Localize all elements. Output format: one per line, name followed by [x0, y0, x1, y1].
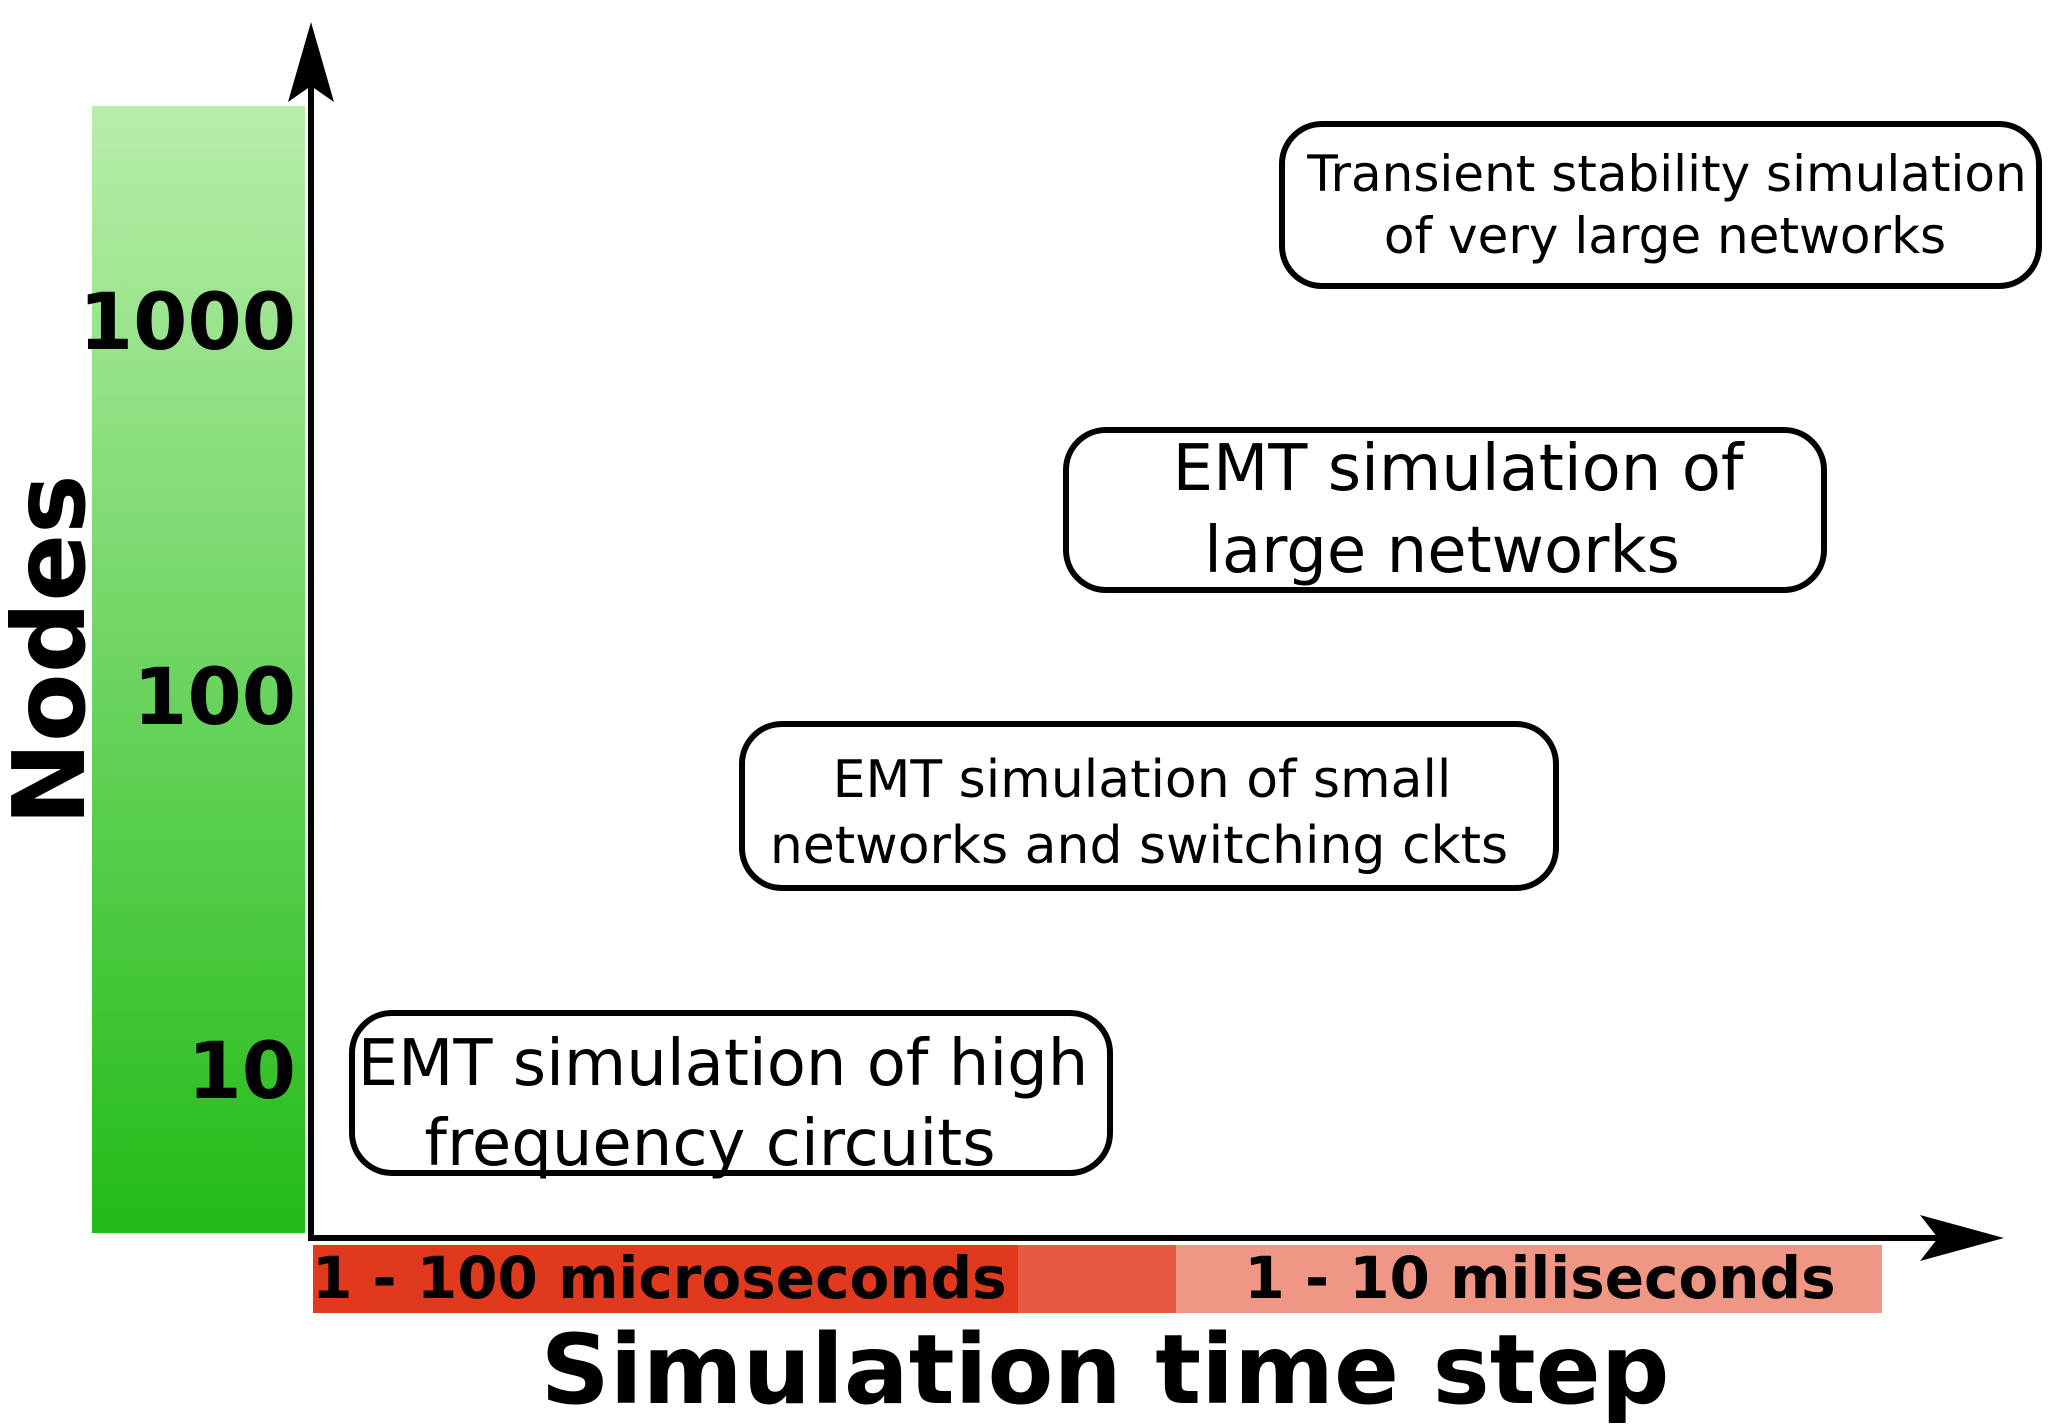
band-transition [1018, 1245, 1176, 1313]
node-scale-bar [92, 106, 305, 1233]
box-emt-high-frequency-line2: frequency circuits [424, 1107, 995, 1181]
box-emt-high-frequency-frame [349, 1010, 1113, 1176]
y-axis-arrowhead [288, 22, 334, 102]
band-label-miliseconds: 1 - 10 miliseconds [1244, 1244, 1835, 1312]
y-tick-10: 10 [187, 1027, 296, 1117]
y-tick-1000: 1000 [79, 278, 296, 368]
box-transient-stability-line2: of very large networks [1384, 207, 1946, 265]
box-transient-stability-frame [1279, 121, 2042, 289]
y-tick-100: 100 [133, 653, 296, 743]
box-transient-stability-line1: Transient stability simulation [1306, 145, 2026, 203]
x-axis-title: Simulation time step [541, 1314, 1670, 1425]
band-label-microseconds: 1 - 100 microseconds [312, 1244, 1007, 1312]
box-emt-large-networks-line2: large networks [1204, 514, 1680, 588]
box-emt-large-networks: EMT simulation of large networks [1063, 427, 1827, 593]
x-axis-arrowhead [1920, 1215, 2004, 1261]
box-emt-small-networks-line2: networks and switching ckts [770, 816, 1508, 876]
band-microseconds [313, 1245, 1018, 1313]
box-emt-small-networks-line1: EMT simulation of small [833, 750, 1452, 810]
band-miliseconds [1176, 1245, 1882, 1313]
box-emt-high-frequency-line1: EMT simulation of high [358, 1027, 1089, 1101]
box-emt-small-networks: EMT simulation of small networks and swi… [739, 721, 1559, 891]
box-emt-small-networks-frame [739, 721, 1559, 891]
y-axis-title: Nodes [0, 474, 108, 825]
box-emt-large-networks-frame [1063, 427, 1827, 593]
box-emt-high-frequency: EMT simulation of high frequency circuit… [349, 1010, 1113, 1181]
box-transient-stability: Transient stability simulation of very l… [1279, 121, 2042, 289]
box-emt-large-networks-line1: EMT simulation of [1173, 432, 1745, 506]
